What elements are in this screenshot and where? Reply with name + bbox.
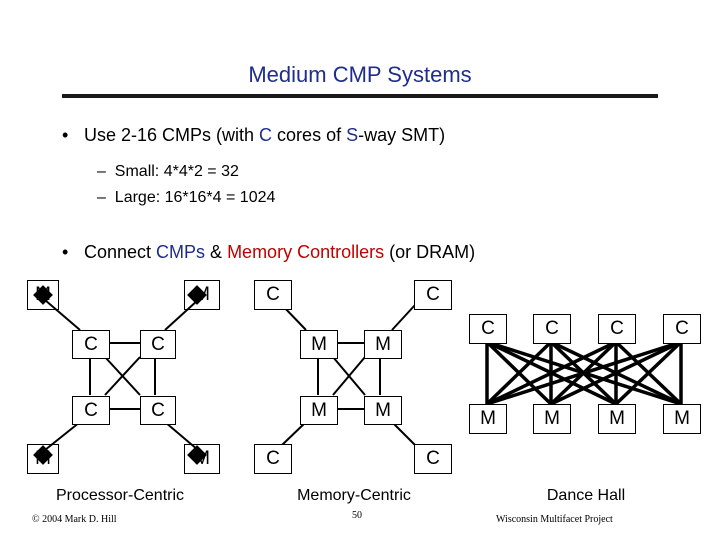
pc-core-node: C (72, 396, 110, 425)
pc-link (44, 421, 81, 451)
dh-core-node: C (663, 314, 701, 344)
bullet1-c: C (259, 125, 273, 145)
bullet2-post: (or DRAM) (384, 242, 476, 262)
mc-memory-node: M (300, 396, 338, 425)
dh-memory-node: M (533, 404, 571, 434)
mc-link (332, 356, 366, 396)
dash-icon: – (97, 163, 106, 180)
connector-diamond-icon (187, 285, 207, 305)
dh-core-node: C (598, 314, 636, 344)
mc-link (281, 421, 307, 446)
dh-core-node: C (533, 314, 571, 344)
bullet1-s: S (346, 125, 359, 145)
slide-title: Medium CMP Systems (248, 62, 472, 87)
sub1-text: Small: 4*4*2 = 32 (114, 163, 239, 180)
pc-memory-node: M (184, 444, 220, 474)
sub-bullet-large: – Large: 16*16*4 = 1024 (97, 189, 275, 207)
sub2-text: Large: 16*16*4 = 1024 (114, 189, 276, 206)
mc-core-node: C (254, 280, 292, 310)
caption-processor-centric: Processor-Centric (55, 487, 185, 504)
mc-link (391, 304, 416, 331)
pc-memory-node: M (184, 280, 220, 310)
dh-memory-node: M (598, 404, 636, 434)
title-underline (62, 94, 658, 98)
connector-diamond-icon (33, 445, 53, 465)
pc-core-node: C (72, 330, 110, 359)
sub-bullet-small: – Small: 4*4*2 = 32 (97, 163, 239, 181)
mc-core-node: C (254, 444, 292, 474)
dance-hall-crossbar (485, 340, 683, 406)
dh-memory-node: M (469, 404, 507, 434)
footer-page-number: 50 (352, 510, 362, 521)
bullet-icon: • (62, 125, 69, 145)
pc-link (44, 299, 81, 331)
pc-link (164, 299, 199, 331)
mc-memory-node: M (364, 330, 402, 359)
dash-icon: – (97, 189, 106, 206)
bullet-cmps: • Use 2-16 CMPs (with C cores of S-way SM… (62, 125, 445, 146)
dh-memory-node: M (663, 404, 701, 434)
bullet1-pre: Use 2-16 CMPs (with (84, 125, 260, 145)
dh-core-node: C (469, 314, 507, 344)
bullet2-amp: & (205, 242, 228, 262)
pc-core-node: C (140, 396, 176, 425)
pc-memory-node: M (27, 444, 59, 474)
bullet-connect: • Connect CMPs & Memory Controllers (or D… (62, 242, 475, 263)
connector-diamond-icon (33, 285, 53, 305)
mc-core-node: C (414, 280, 452, 310)
pc-link (104, 356, 141, 396)
footer-project: Wisconsin Multifacet Project (496, 514, 613, 525)
footer-copyright: © 2004 Mark D. Hill (32, 514, 117, 525)
caption-memory-centric: Memory-Centric (297, 487, 411, 504)
mc-memory-node: M (300, 330, 338, 359)
pc-link (164, 421, 199, 451)
bullet2-mc: Memory Controllers (227, 242, 385, 262)
bullet-icon: • (62, 242, 69, 262)
mc-memory-node: M (364, 396, 402, 425)
bullet2-cmps: CMPs (156, 242, 206, 262)
connector-diamond-icon (187, 445, 207, 465)
bullet2-pre: Connect (84, 242, 157, 262)
mc-core-node: C (414, 444, 452, 474)
bullet1-mid: cores of (272, 125, 347, 145)
mc-link (391, 421, 416, 446)
pc-memory-node: M (27, 280, 59, 310)
caption-dance-hall: Dance Hall (546, 487, 626, 504)
pc-core-node: C (140, 330, 176, 359)
bullet1-post: -way SMT) (358, 125, 446, 145)
